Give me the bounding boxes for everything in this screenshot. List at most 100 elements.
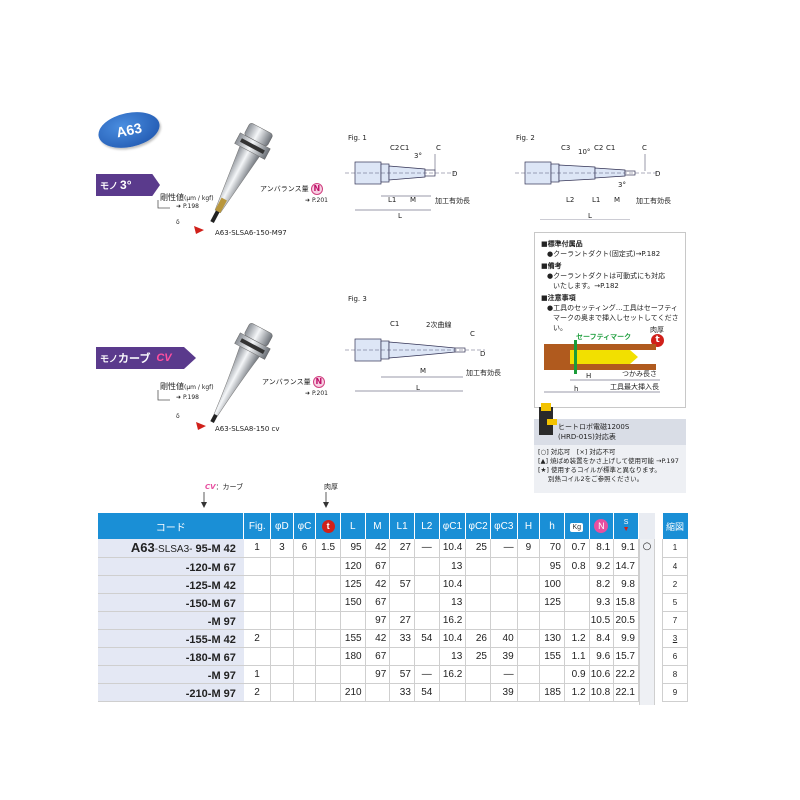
cell-L2 <box>414 575 440 594</box>
info-line1: [○] 対応可 [×] 対応不可 <box>538 448 616 456</box>
fig2-c1: C1 <box>606 144 616 152</box>
cell-n: 8.2 <box>589 575 615 594</box>
col-C3: φC3 <box>490 513 518 539</box>
series-badge: A63 <box>95 106 163 154</box>
cell-C3: 39 <box>490 647 518 666</box>
cell-s: 9.8 <box>613 575 639 594</box>
figcol-value[interactable]: 3 <box>662 629 688 648</box>
code-series: -SLSA3- <box>154 544 193 556</box>
cell-C3 <box>490 593 518 612</box>
cell-s: 20.5 <box>613 611 639 630</box>
col-M: M <box>365 513 391 539</box>
cell-L: 180 <box>340 647 366 666</box>
cell-L2: 54 <box>414 683 440 702</box>
figcol-row: 1 <box>662 539 688 558</box>
col-C2: φC2 <box>465 513 491 539</box>
cell-H <box>517 593 541 612</box>
rigidity-ref-text: P.198 <box>182 203 199 210</box>
rigidity-ref-2[interactable]: ➜ P.198 <box>176 394 199 401</box>
fig2-angle3: 3° <box>618 181 626 189</box>
fig3-effective: 加工有効長 <box>466 369 501 377</box>
figcol-row: 4 <box>662 557 688 576</box>
figcol-value[interactable]: 9 <box>662 683 688 702</box>
cell-d <box>270 665 294 684</box>
fig1-c1: C1 <box>400 144 410 152</box>
cell-L2 <box>414 557 440 576</box>
fig2-label: Fig. 2 <box>516 134 535 142</box>
cell-C2: 25 <box>465 539 491 558</box>
fig1-label: Fig. 1 <box>348 134 367 142</box>
cell-t <box>315 575 341 594</box>
unbalance-text: アンバランス量 <box>260 185 309 193</box>
col-h: h <box>539 513 565 539</box>
cell-L <box>340 611 366 630</box>
cell-c <box>293 575 317 594</box>
cell-L1: 57 <box>389 575 415 594</box>
grip-length: つかみ長さ <box>622 370 657 378</box>
rigidity-icon: S▼ <box>622 518 630 533</box>
figcol-value[interactable]: 4 <box>662 557 688 576</box>
cell-C1: 10.4 <box>439 629 467 648</box>
cell-c: 6 <box>293 539 317 558</box>
cell-fig: 2 <box>243 629 272 648</box>
figcol-value[interactable]: 7 <box>662 611 688 630</box>
rigidity-ref-1[interactable]: ➜ P.198 <box>176 203 199 210</box>
product-code: -M 97 <box>98 611 244 630</box>
cell-fig <box>243 557 272 576</box>
info-title2: (HRD-01S)対応表 <box>558 433 616 441</box>
rigidity-label-2: 剛性値(μm / kgf) <box>160 381 214 392</box>
cell-L2 <box>414 647 440 666</box>
col-d: φD <box>270 513 294 539</box>
product-code: -155-M 42 <box>98 629 244 648</box>
cell-M <box>365 683 391 702</box>
cell-L2: 54 <box>414 629 440 648</box>
cell-C2 <box>465 593 491 612</box>
figcol-value[interactable]: 2 <box>662 575 688 594</box>
cell-H <box>517 629 541 648</box>
figcol-value[interactable]: 1 <box>662 539 688 558</box>
cell-h: 100 <box>539 575 565 594</box>
cell-fig: 1 <box>243 665 272 684</box>
fig2-c: C <box>642 144 647 152</box>
heat-col-header <box>639 513 655 539</box>
cell-h: 185 <box>539 683 565 702</box>
product-code: -150-M 67 <box>98 593 244 612</box>
figcol-row: 7 <box>662 611 688 630</box>
model-name-1: A63-SLSA6-150-M97 <box>215 229 287 237</box>
cell-s: 15.7 <box>613 647 639 666</box>
rigidity-arrow-1: δ <box>157 200 204 234</box>
caution-line2: マークの奥まで挿入しセットしてください。 <box>553 314 679 332</box>
figcol-value[interactable]: 5 <box>662 593 688 612</box>
remarks-line2: いたします。→P.182 <box>553 282 619 290</box>
code-size: -120-M 67 <box>185 561 236 574</box>
col-L2: L2 <box>414 513 440 539</box>
cell-C1: 13 <box>439 593 467 612</box>
cell-t <box>315 611 341 630</box>
figcol-value[interactable]: 8 <box>662 665 688 684</box>
col-weight: Kg <box>564 513 590 539</box>
cell-t <box>315 629 341 648</box>
cell-t <box>315 647 341 666</box>
cell-C1: 16.2 <box>439 611 467 630</box>
col-fig: Fig. <box>243 513 272 539</box>
cell-s: 22.2 <box>613 665 639 684</box>
unbalance-ref-2[interactable]: ➜ P.201 <box>305 390 328 397</box>
tool-holder-image-2 <box>210 323 273 423</box>
figcol-value[interactable]: 6 <box>662 647 688 666</box>
cell-d <box>270 557 294 576</box>
cell-L: 155 <box>340 629 366 648</box>
fig3-label: Fig. 3 <box>348 295 367 303</box>
cell-s: 14.7 <box>613 557 639 576</box>
cell-L1: 27 <box>389 539 415 558</box>
unbalance-ref-1[interactable]: ➜ P.201 <box>305 197 328 204</box>
cell-kg <box>564 611 590 630</box>
cell-c <box>293 683 317 702</box>
fig2-l2: L2 <box>566 196 575 204</box>
std-title: ■標準付属品 <box>541 240 583 248</box>
fig2-effective: 加工有効長 <box>636 197 671 205</box>
